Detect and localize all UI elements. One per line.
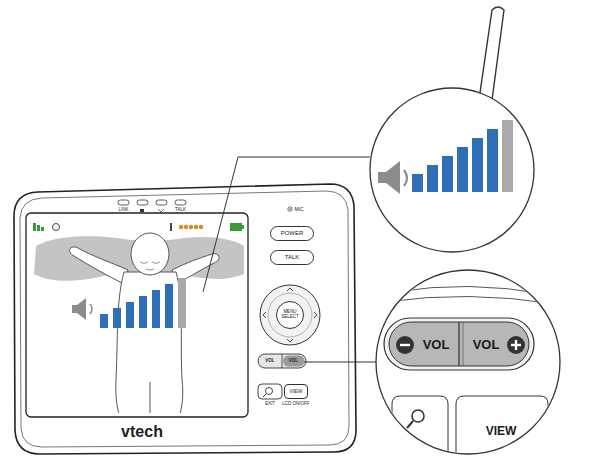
button-text: VIEW: [290, 389, 303, 394]
talk-button: TALK: [270, 250, 314, 265]
zoom-volume-buttons: [384, 286, 555, 459]
baby-head: [131, 233, 169, 275]
zoom-circle: [376, 270, 560, 454]
led-label: LINK: [118, 208, 128, 213]
monitor-body: [14, 184, 356, 454]
button-caption: LCD ON/OFF: [282, 402, 309, 407]
led-icons: [140, 209, 164, 212]
volume-down-button: VOL: [416, 333, 456, 357]
body-bevel: [20, 191, 349, 447]
volume-up-button: VOL: [466, 333, 506, 357]
view-button: VIEW: [466, 420, 536, 442]
volume-label: VOL: [289, 359, 298, 364]
mic-label: MIC: [294, 207, 303, 212]
button-text: TALK: [285, 254, 300, 260]
leader-line: [304, 362, 377, 363]
baby-left-arm: [70, 247, 128, 284]
volume-label: VOL: [265, 359, 274, 364]
brand-logo: vtech: [121, 424, 163, 440]
power-button: POWER: [270, 226, 314, 241]
view-button: VIEW: [284, 384, 308, 399]
baby-body: [116, 272, 183, 413]
device-volume-buttons: [258, 354, 306, 368]
button-text: VOL: [423, 338, 450, 352]
button-text: VIEW: [486, 425, 517, 438]
led-label: TALK: [175, 208, 186, 213]
button-text: POWER: [281, 230, 304, 236]
screen-image: [30, 217, 244, 413]
led-row: [118, 200, 186, 205]
navigation-pad: [260, 285, 320, 345]
zoom-volume-bars: [378, 120, 513, 194]
status-bar: [33, 223, 244, 231]
button-caption: EXIT: [265, 402, 275, 407]
screen-volume-bars: [72, 278, 186, 328]
button-text: MENU SELECT: [278, 310, 302, 319]
mic-icon: [288, 207, 292, 211]
zoom-circle: [370, 88, 534, 252]
device-zoom-button: [258, 384, 282, 399]
menu-select-button: MENU SELECT: [276, 301, 304, 329]
button-text: VOL: [473, 338, 500, 352]
leader-line: [203, 157, 370, 292]
